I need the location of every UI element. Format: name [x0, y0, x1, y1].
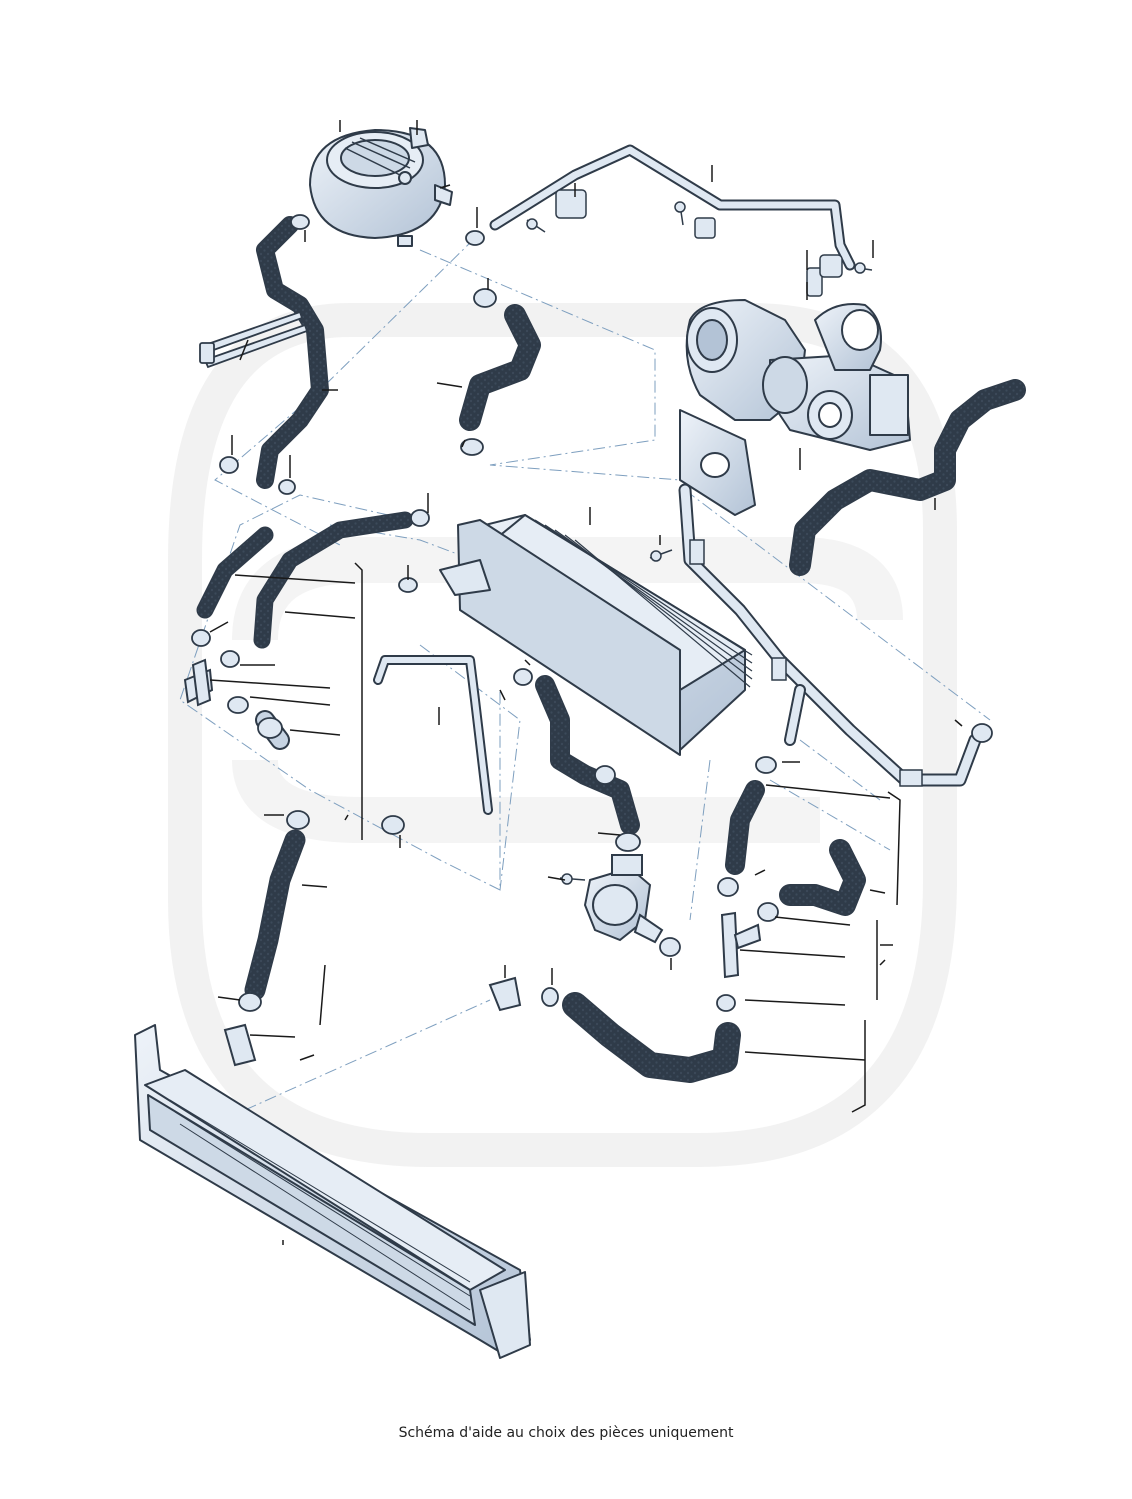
coolant-reservoir-icon: [309, 127, 453, 247]
cable-tie-icon: [199, 310, 309, 369]
radiator-icon: [134, 1024, 531, 1359]
t-piece-icon: [183, 658, 762, 1067]
diagram-caption: Schéma d'aide au choix des pièces unique…: [398, 1425, 734, 1441]
coolant-pipe-icon: [373, 144, 982, 815]
turbocharger-icon: [679, 299, 911, 516]
egr-cooler-icon: [439, 514, 753, 756]
auxiliary-water-pump-icon: [583, 854, 664, 944]
hose-clip-icon: [191, 214, 993, 1012]
leader-lines: [209, 120, 963, 1245]
coolant-hose-icon: [196, 216, 1026, 1083]
